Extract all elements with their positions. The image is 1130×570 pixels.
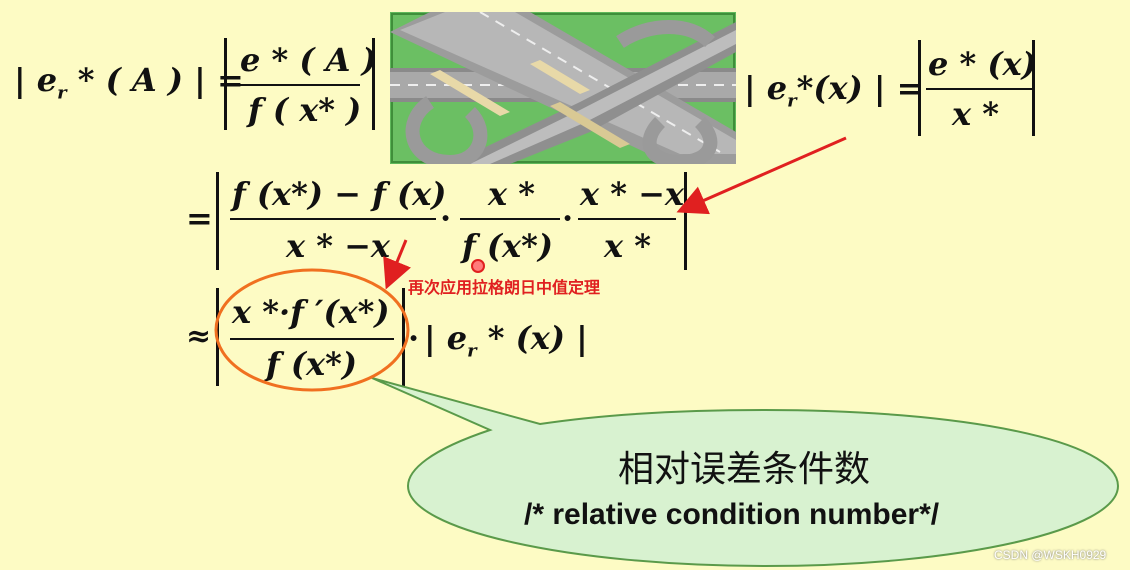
callout-english-text: /* relative condition number*/ [524,498,940,531]
watermark: CSDN @WSKH0929 [994,548,1107,562]
line2-frac1-bar [230,218,436,220]
eq1-fraction-bar [236,84,360,86]
line2-frac1-num: f (x*) − f (x) [232,175,447,213]
line2-frac3-bar [578,218,676,220]
eq1-lhs-sub: r [57,82,67,104]
line3-abs-left [216,288,219,386]
eq2-numerator: e * (x) [928,45,1037,83]
line3-abs-right [402,288,405,386]
line2-equals: = [186,199,213,237]
eq1-abs-left [224,38,227,130]
arrow-to-ellipse [383,239,411,290]
line2-frac3-num: x * −x [580,175,684,213]
eq2-denominator: x * [952,95,999,133]
line2-abs-left [216,172,219,270]
line3-tail-rest: * (x) | [476,319,588,357]
line3-numerator: x *·f ′(x*) [232,293,390,331]
eq2-lhs-rest: *(x) | = [796,69,924,107]
eq1-denominator: f ( x* ) [248,91,362,129]
line3-tail: | er * (x) | [424,322,588,360]
eq2-fraction-bar [926,88,1032,90]
callout-chinese-text: 相对误差条件数 [618,449,871,490]
eq1-lhs: | er * ( A ) | = [14,64,244,102]
line2-frac3-den: x * [604,227,651,265]
eq1-lhs-text: | e [14,61,58,99]
line3-dot: · [408,319,420,357]
eq1-lhs-rest: * ( A ) | = [66,61,244,99]
eq2-lhs-sub: r [787,90,797,112]
eq2-abs-right [1032,40,1035,136]
line2-frac1-den: x * −x [286,227,390,265]
eq2-abs-left [918,40,921,136]
line2-frac2-den: f (x*) [462,227,553,265]
eq1-numerator: e * ( A ) [240,41,377,79]
highway-interchange-icon [390,11,736,170]
line2-abs-right [684,172,687,270]
line3-fraction-bar [230,338,394,340]
eq1-abs-right [372,38,375,130]
line2-dot1: · [440,199,452,237]
line3-tail-text: | e [424,319,468,357]
eq2-lhs: | er*(x) | = [744,72,923,110]
lagrange-annotation: 再次应用拉格朗日中值定理 [408,278,601,297]
line2-frac2-num: x * [488,175,535,213]
line2-dot2: · [562,199,574,237]
line3-tail-sub: r [467,340,477,362]
eq2-lhs-text: | e [744,69,788,107]
line2-frac2-bar [460,218,560,220]
line3-denominator: f (x*) [266,345,357,383]
line3-approx: ≈ [186,319,212,354]
